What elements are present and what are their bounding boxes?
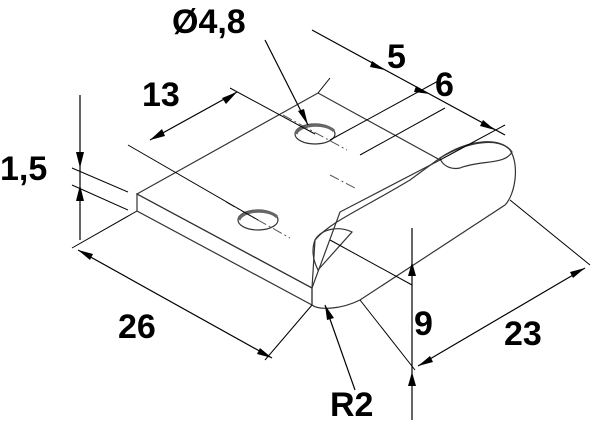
plate-top-face bbox=[135, 92, 442, 289]
label-length-26: 26 bbox=[118, 308, 156, 346]
plate-front-face bbox=[136, 192, 313, 307]
label-offset-5: 5 bbox=[387, 38, 406, 76]
label-spacing-13: 13 bbox=[142, 76, 180, 114]
curl-inner-lip bbox=[312, 228, 353, 272]
curled-edge bbox=[311, 141, 517, 309]
label-width-23: 23 bbox=[504, 315, 542, 353]
dimension-lines bbox=[71, 29, 591, 420]
label-offset-6: 6 bbox=[435, 66, 454, 104]
label-radius: R2 bbox=[330, 386, 373, 424]
label-hole-diameter: Ø4,8 bbox=[172, 3, 246, 41]
curl-end-cap bbox=[439, 141, 513, 170]
label-height-9: 9 bbox=[414, 305, 433, 343]
bracket-part bbox=[135, 92, 517, 309]
label-thickness: 1,5 bbox=[0, 150, 47, 188]
dimension-labels: Ø4,8 5 6 13 1,5 26 9 23 R2 bbox=[0, 3, 542, 424]
